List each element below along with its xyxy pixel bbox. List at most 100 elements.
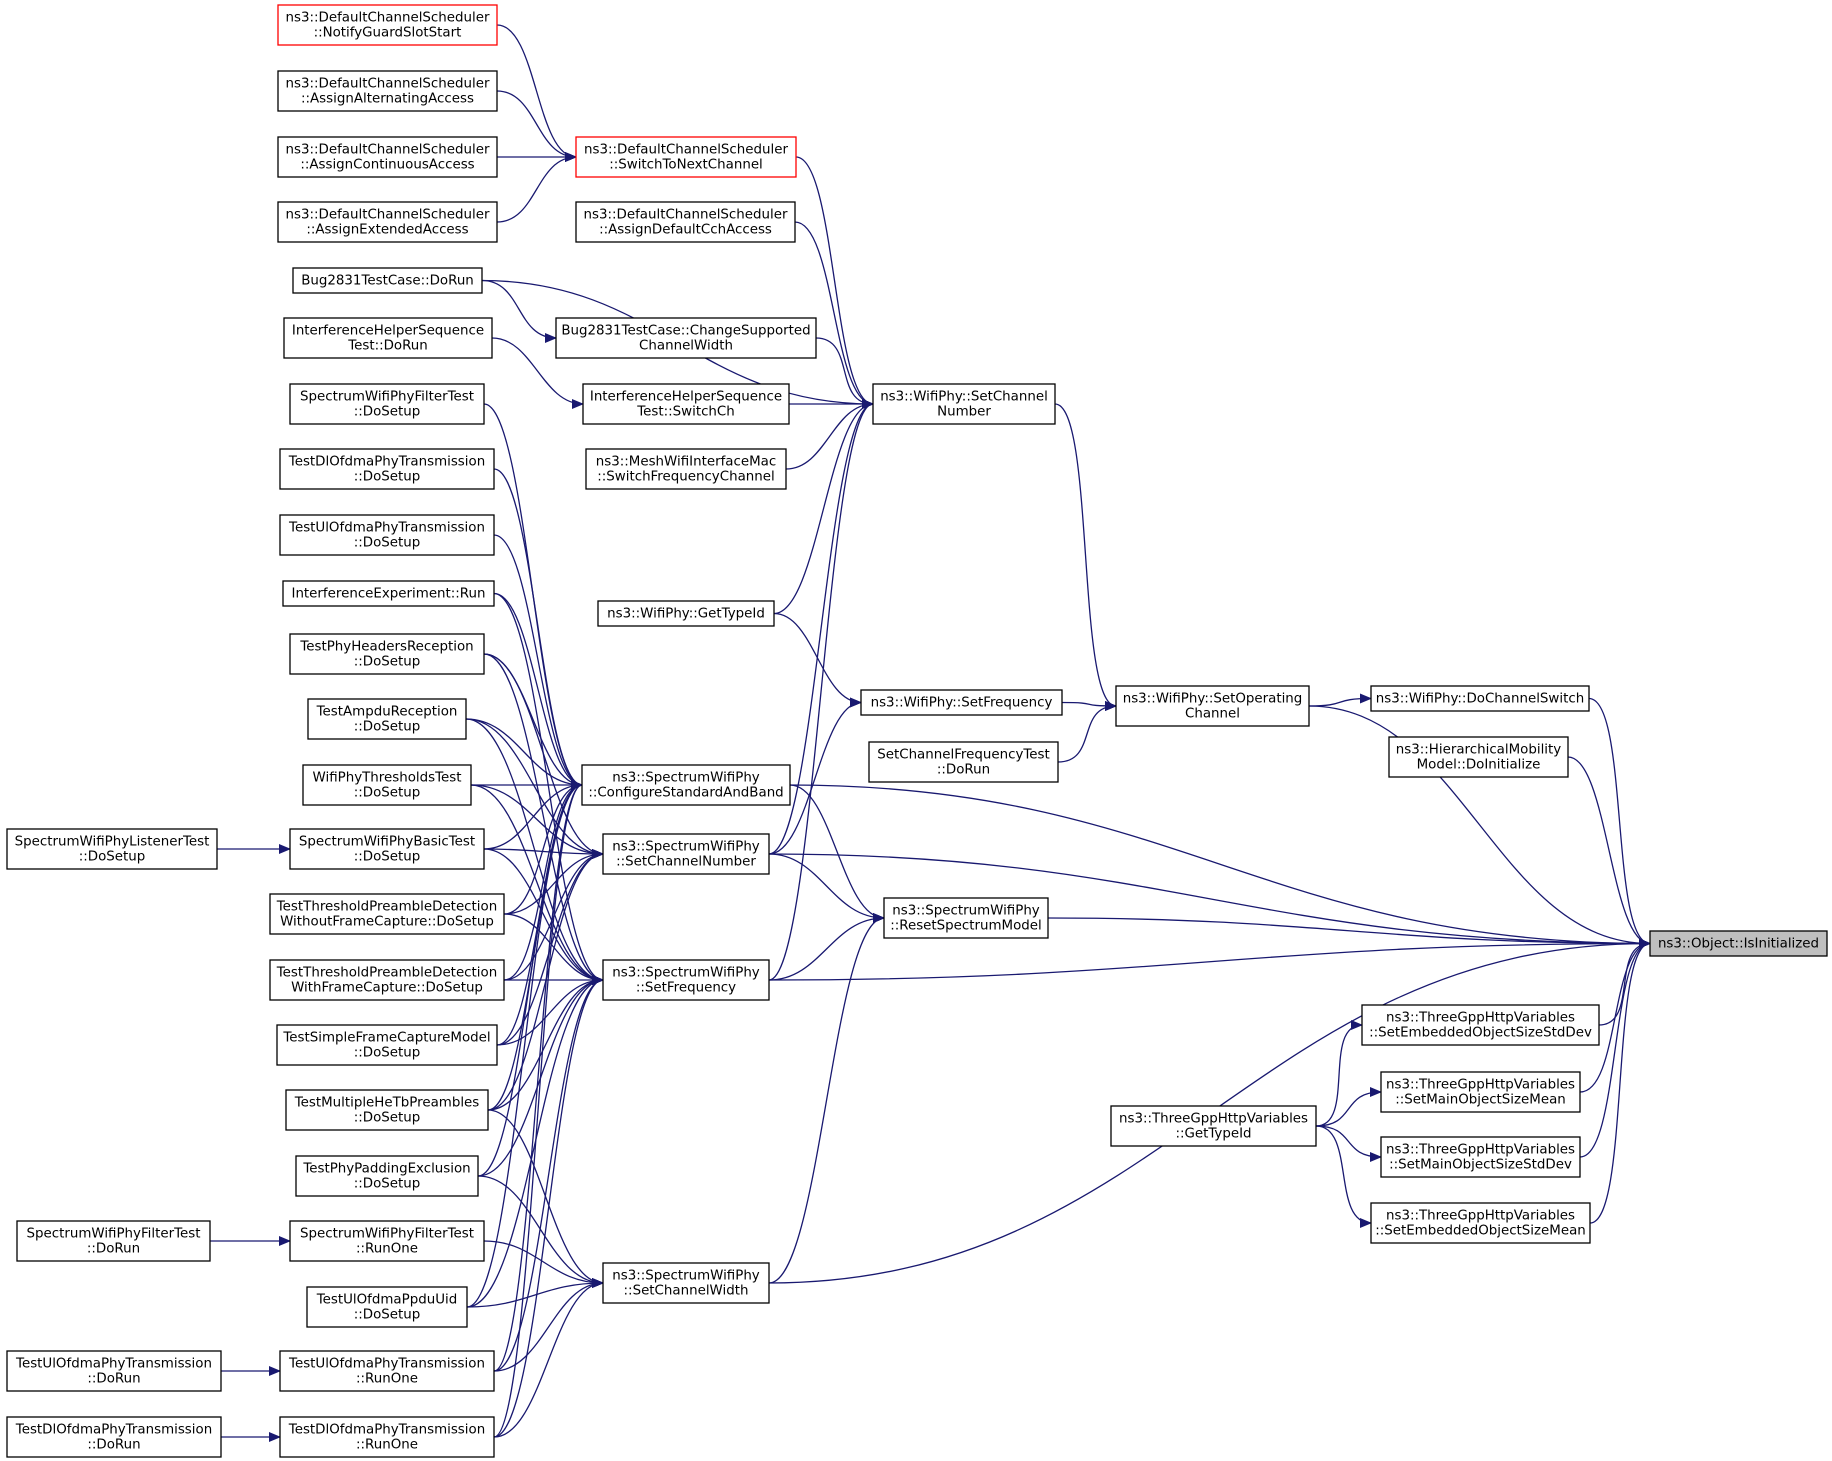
- node-box: [1110, 1105, 1317, 1147]
- node-box: [575, 201, 796, 243]
- node-label: ns3::DefaultChannelScheduler: [584, 208, 788, 223]
- node-box: [6, 1416, 222, 1458]
- node-swp-setchan[interactable]: ns3::SpectrumWifiPhy::SetChannelNumber: [602, 833, 770, 875]
- node-label: ns3::WifiPhy::SetOperating: [1123, 692, 1303, 707]
- node-label: ChannelWidth: [639, 339, 733, 354]
- node-wp-setfreq[interactable]: ns3::WifiPhy::SetFrequency: [860, 689, 1063, 716]
- node-box: [1380, 1071, 1581, 1113]
- node-box: [1370, 1202, 1591, 1244]
- node-label: ::DoRun: [87, 1242, 140, 1257]
- edge-tgpp_gettypeid-to-tgpp_mainstd: [1315, 1125, 1382, 1162]
- node-scft-dorun[interactable]: SetChannelFrequencyTest::DoRun: [868, 741, 1059, 783]
- node-box: [883, 897, 1049, 939]
- node-wp-dochsw[interactable]: ns3::WifiPhy::DoChannelSwitch: [1370, 685, 1590, 712]
- edge-layer: [209, 24, 1651, 1442]
- node-ulofdma-runone[interactable]: TestUlOfdmaPhyTransmission::RunOne: [279, 1350, 495, 1392]
- edge-swp_config-to-obj_isinit: [789, 784, 1651, 949]
- node-bug-change[interactable]: Bug2831TestCase::ChangeSupportedChannelW…: [555, 317, 817, 359]
- node-ttpd-with[interactable]: TestThresholdPreambleDetectionWithFrameC…: [269, 959, 505, 1001]
- node-box: [602, 1262, 770, 1304]
- node-tulpdu-dosetup[interactable]: TestUlOfdmaPpduUid::DoSetup: [306, 1286, 468, 1328]
- node-box: [6, 1350, 222, 1392]
- node-label: ::AssignAlternatingAccess: [301, 92, 474, 107]
- node-label: ::DoSetup: [354, 405, 421, 420]
- node-tgpp-embmean[interactable]: ns3::ThreeGppHttpVariables::SetEmbeddedO…: [1370, 1202, 1591, 1244]
- edge-tampdu_dosetup-to-swp_config: [465, 718, 583, 790]
- node-tgpp-gettypeid[interactable]: ns3::ThreeGppHttpVariables::GetTypeId: [1110, 1105, 1317, 1147]
- edge-swp_setchan-to-obj_isinit: [768, 853, 1651, 949]
- node-ttpd-wo[interactable]: TestThresholdPreambleDetectionWithoutFra…: [269, 893, 505, 935]
- node-dlofdma-dosetup[interactable]: TestDlOfdmaPhyTransmission::DoSetup: [279, 448, 495, 490]
- node-tgpp-mainmean[interactable]: ns3::ThreeGppHttpVariables::SetMainObjec…: [1380, 1071, 1581, 1113]
- node-ulofdma-dorun[interactable]: TestUlOfdmaPhyTransmission::DoRun: [6, 1350, 222, 1392]
- edge-tsfcm_dosetup-to-swp_setfreq: [496, 975, 604, 1046]
- node-box: [289, 828, 485, 870]
- node-swpf-dosetup[interactable]: SpectrumWifiPhyFilterTest::DoSetup: [289, 383, 485, 425]
- node-assign-ext[interactable]: ns3::DefaultChannelScheduler::AssignExte…: [277, 201, 498, 243]
- node-tmhtp-dosetup[interactable]: TestMultipleHeTbPreambles::DoSetup: [285, 1089, 489, 1131]
- node-swpf-dorun[interactable]: SpectrumWifiPhyFilterTest::DoRun: [16, 1220, 211, 1262]
- node-box: [1388, 736, 1569, 778]
- node-swp-reset[interactable]: ns3::SpectrumWifiPhy::ResetSpectrumModel: [883, 897, 1049, 939]
- node-label: ::DoSetup: [354, 1111, 421, 1126]
- edge-wpt_dosetup-to-swp_setchan: [470, 784, 604, 859]
- node-swp-setwidth[interactable]: ns3::SpectrumWifiPhy::SetChannelWidth: [602, 1262, 770, 1304]
- node-tgpp-mainstd[interactable]: ns3::ThreeGppHttpVariables::SetMainObjec…: [1380, 1136, 1581, 1178]
- node-swp-config[interactable]: ns3::SpectrumWifiPhy::ConfigureStandardA…: [581, 764, 791, 806]
- node-dlofdma-dorun[interactable]: TestDlOfdmaPhyTransmission::DoRun: [6, 1416, 222, 1458]
- node-tampdu-dosetup[interactable]: TestAmpduReception::DoSetup: [307, 698, 467, 740]
- node-label: ns3::ThreeGppHttpVariables: [1386, 1143, 1575, 1158]
- node-tgpp-embstd[interactable]: ns3::ThreeGppHttpVariables::SetEmbeddedO…: [1361, 1004, 1600, 1046]
- node-label: TestUlOfdmaPpduUid: [316, 1293, 457, 1308]
- node-bug-dorun[interactable]: Bug2831TestCase::DoRun: [292, 267, 483, 294]
- node-tsfcm-dosetup[interactable]: TestSimpleFrameCaptureModel::DoSetup: [276, 1024, 498, 1066]
- edge-ie_run-to-swp_setfreq: [493, 592, 604, 985]
- node-tphr-dosetup[interactable]: TestPhyHeadersReception::DoSetup: [289, 633, 485, 675]
- node-ulofdma-dosetup[interactable]: TestUlOfdmaPhyTransmission::DoSetup: [279, 514, 495, 556]
- node-wp-setchan[interactable]: ns3::WifiPhy::SetChannelNumber: [872, 383, 1056, 425]
- node-assign-def[interactable]: ns3::DefaultChannelScheduler::AssignDefa…: [575, 201, 796, 243]
- edge-wp_setfreq-to-wp_setop: [1061, 700, 1117, 711]
- node-swp-setfreq[interactable]: ns3::SpectrumWifiPhy::SetFrequency: [602, 959, 770, 1001]
- node-tppe-dosetup[interactable]: TestPhyPaddingExclusion::DoSetup: [295, 1155, 479, 1197]
- node-box: [1649, 930, 1828, 957]
- edge-swpb_dosetup-to-swp_config: [483, 780, 583, 850]
- node-assign-cont[interactable]: ns3::DefaultChannelScheduler::AssignCont…: [277, 136, 498, 178]
- node-label: ns3::DefaultChannelScheduler: [286, 208, 490, 223]
- node-wp-gettypeid[interactable]: ns3::WifiPhy::GetTypeId: [597, 600, 775, 627]
- edge-assign_alt-to-switch_next: [496, 90, 577, 162]
- node-box: [306, 1286, 468, 1328]
- node-label: SpectrumWifiPhyBasicTest: [299, 835, 475, 850]
- node-ie-run[interactable]: InterferenceExperiment::Run: [282, 580, 495, 607]
- edge-tampdu_dosetup-to-swp_setchan: [465, 718, 604, 859]
- node-label: ::SetChannelNumber: [616, 855, 756, 870]
- node-switch-next[interactable]: ns3::DefaultChannelScheduler::SwitchToNe…: [575, 136, 797, 178]
- node-hm-doinit[interactable]: ns3::HierarchicalMobilityModel::DoInitia…: [1388, 736, 1569, 778]
- node-dlofdma-runone[interactable]: TestDlOfdmaPhyTransmission::RunOne: [279, 1416, 495, 1458]
- node-box: [1370, 685, 1590, 712]
- node-label: ns3::DefaultChannelScheduler: [584, 143, 788, 158]
- edge-tgpp_mainmean-to-obj_isinit: [1579, 938, 1651, 1093]
- node-obj-isinit[interactable]: ns3::Object::IsInitialized: [1649, 930, 1828, 957]
- edge-dlofdma_runone-to-swp_config: [493, 780, 583, 1438]
- node-box: [1380, 1136, 1581, 1178]
- node-swpb-dosetup[interactable]: SpectrumWifiPhyBasicTest::DoSetup: [289, 828, 485, 870]
- node-swpl-dosetup[interactable]: SpectrumWifiPhyListenerTest::DoSetup: [6, 828, 218, 870]
- node-assign-alt[interactable]: ns3::DefaultChannelScheduler::AssignAlte…: [277, 70, 498, 112]
- node-mesh-switch[interactable]: ns3::MeshWifiInterfaceMac::SwitchFrequen…: [585, 448, 787, 490]
- node-label: ns3::ThreeGppHttpVariables: [1386, 1209, 1575, 1224]
- node-box: [307, 698, 467, 740]
- node-wpt-dosetup[interactable]: WifiPhyThresholdsTest::DoSetup: [302, 764, 472, 806]
- node-notify-guard[interactable]: ns3::DefaultChannelScheduler::NotifyGuar…: [277, 4, 498, 46]
- node-box: [289, 383, 485, 425]
- node-swpf-runone[interactable]: SpectrumWifiPhyFilterTest::RunOne: [289, 1220, 485, 1262]
- edge-wp_gettypeid-to-wp_setfreq: [773, 612, 862, 708]
- node-label: ::SwitchToNextChannel: [609, 158, 763, 173]
- node-label: ns3::WifiPhy::SetFrequency: [871, 696, 1053, 711]
- node-label: ns3::DefaultChannelScheduler: [286, 143, 490, 158]
- edge-tgpp_gettypeid-to-tgpp_embmean: [1315, 1125, 1372, 1228]
